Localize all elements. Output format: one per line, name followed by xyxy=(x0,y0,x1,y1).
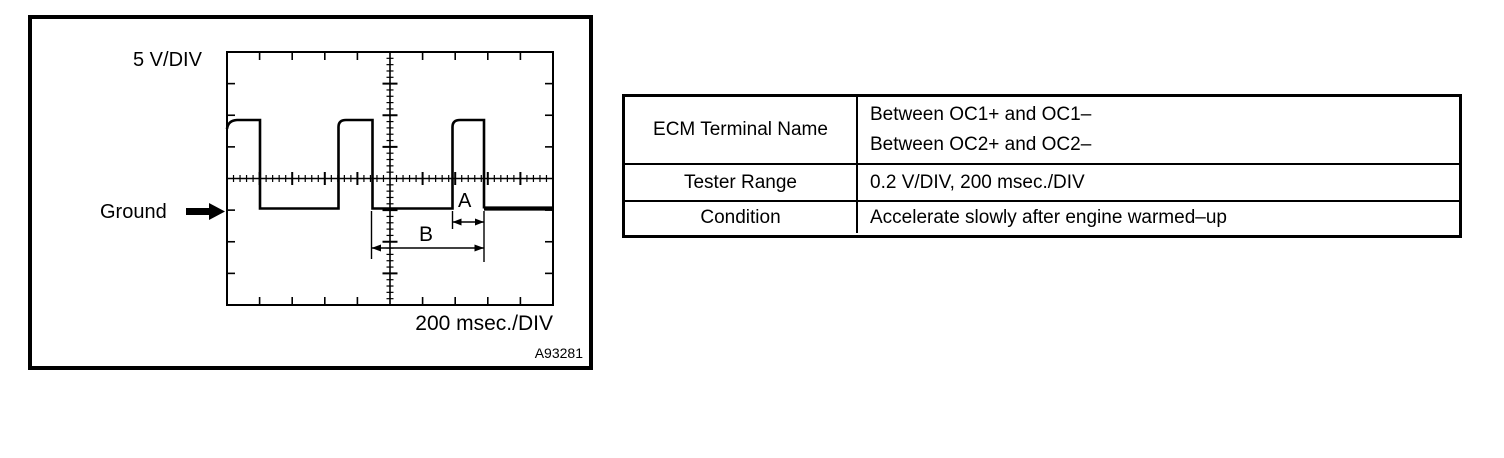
time-per-div-label: 200 msec./DIV xyxy=(415,312,553,335)
row-label: ECM Terminal Name xyxy=(625,97,858,163)
table-row-ecm-terminal: ECM Terminal Name Between OC1+ and OC1– … xyxy=(625,97,1459,163)
volts-per-div-label: 5 V/DIV xyxy=(133,49,202,71)
row-value: Between OC1+ and OC1– Between OC2+ and O… xyxy=(858,97,1459,163)
row-label: Tester Range xyxy=(625,165,858,200)
marker-b-label: B xyxy=(419,223,434,246)
row-value: Accelerate slowly after engine warmed–up xyxy=(858,202,1459,233)
row-label: Condition xyxy=(625,202,858,233)
ground-arrow-icon xyxy=(186,203,225,220)
terminal-line-2: Between OC2+ and OC2– xyxy=(870,134,1092,155)
waveform-trace xyxy=(225,118,486,210)
table-row-condition: Condition Accelerate slowly after engine… xyxy=(625,200,1459,233)
ground-label: Ground xyxy=(100,201,167,223)
waveform-figure: 5 V/DIV Ground A B 200 msec./DIV A93281 xyxy=(28,15,593,370)
dimension-b xyxy=(370,211,484,259)
spec-table: ECM Terminal Name Between OC1+ and OC1– … xyxy=(622,94,1462,238)
graticule-ticks xyxy=(227,52,553,305)
figure-id: A93281 xyxy=(534,345,583,361)
row-value: 0.2 V/DIV, 200 msec./DIV xyxy=(858,165,1459,200)
terminal-line-1: Between OC1+ and OC1– xyxy=(870,104,1092,125)
tester-range-value: 0.2 V/DIV, 200 msec./DIV xyxy=(870,172,1085,193)
table-row-tester-range: Tester Range 0.2 V/DIV, 200 msec./DIV xyxy=(625,163,1459,200)
marker-a-label: A xyxy=(458,190,472,212)
oscilloscope-plot xyxy=(186,51,554,306)
condition-value: Accelerate slowly after engine warmed–up xyxy=(870,207,1227,228)
dimension-a xyxy=(451,211,485,262)
